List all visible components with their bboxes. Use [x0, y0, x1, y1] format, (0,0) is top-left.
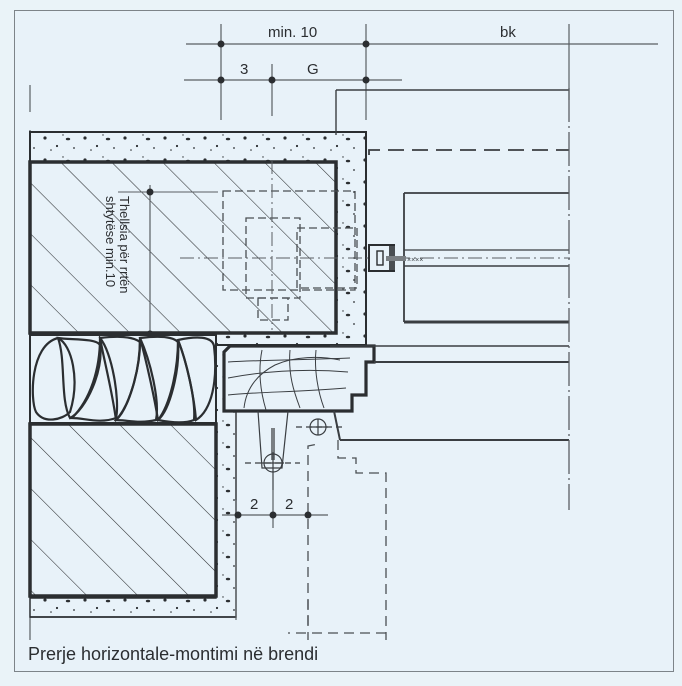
dim-label-2-left: 2: [250, 496, 258, 513]
dim-label-min10: min. 10: [268, 24, 317, 41]
lower-wall: [28, 344, 237, 618]
dimension-dots: [217, 40, 370, 84]
depth-note-line2: shtytëse min.10: [103, 196, 118, 288]
figure-caption: Prerje horizontale-montimi në brendi: [28, 644, 319, 664]
dim-label-bk: bk: [500, 24, 516, 41]
timber-frame: [222, 344, 376, 413]
top-dimension-lines: [184, 24, 658, 120]
dim-label-2-right: 2: [285, 496, 293, 513]
depth-note: Thellsia për rrtën shtytëse min.10: [103, 196, 132, 326]
dim-label-g: G: [307, 61, 319, 78]
bottom-dimension: [222, 490, 328, 620]
door-leaf: [330, 89, 569, 441]
insulation-layer: [29, 334, 217, 424]
anchor-fixing: ××××: [368, 244, 423, 272]
dim-label-3: 3: [240, 61, 248, 78]
upper-wall: [28, 131, 367, 346]
depth-note-line1: Thellsia për rrtën: [117, 196, 132, 294]
svg-text:××××: ××××: [407, 257, 423, 264]
hinge-bolt: [245, 410, 344, 490]
